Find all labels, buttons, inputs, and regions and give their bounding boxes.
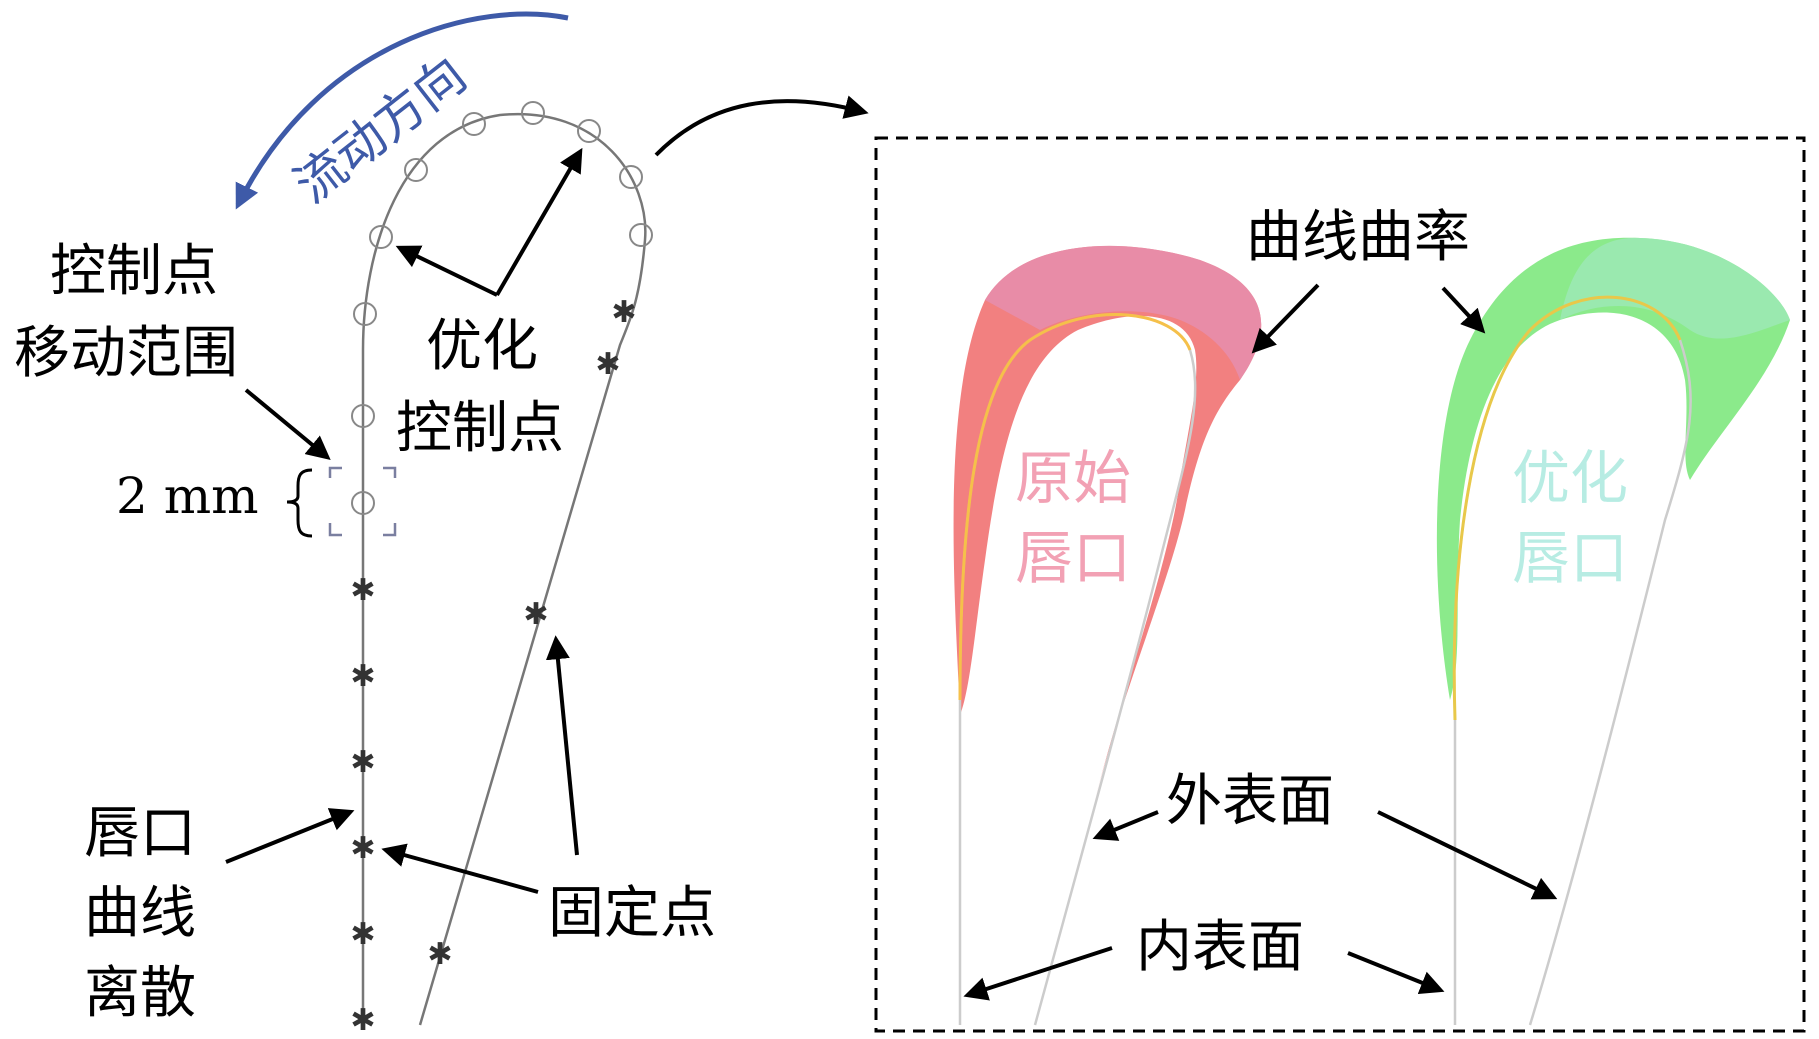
curvature-arrow-original — [1251, 283, 1320, 354]
lip-curve-label-1: 唇口 — [84, 801, 196, 866]
control-point — [521, 101, 545, 125]
fixed-point: ✱ — [350, 659, 375, 694]
fixed-point: ✱ — [350, 1003, 375, 1038]
outer-surface-label: 外表面 — [1166, 769, 1334, 834]
optimized-curvature-comb-top — [1560, 237, 1790, 339]
optimized-control-arrow-1 — [395, 245, 498, 297]
optimized-control-label-1: 优化 — [426, 314, 538, 379]
control-point — [351, 491, 375, 515]
fixed-point: ✱ — [427, 937, 452, 972]
original-lip-label-2: 唇口 — [1015, 524, 1131, 592]
curvature-label: 曲线曲率 — [1246, 205, 1470, 270]
zoom-arrow — [654, 95, 869, 157]
optimized-lip-label-1: 优化 — [1512, 444, 1628, 512]
lip-curve-label-3: 离散 — [84, 961, 196, 1026]
control-point — [629, 223, 653, 247]
lip-curve — [361, 112, 647, 1026]
optimized-control-arrow-2 — [495, 147, 583, 297]
lip-curve-label-2: 曲线 — [84, 881, 196, 946]
outer-surface-arrow-optimized — [1377, 810, 1558, 900]
original-curvature-comb-top — [985, 245, 1262, 380]
fixed-point-arrow-2 — [545, 635, 579, 856]
optimized-curvature-comb — [1436, 237, 1790, 700]
inner-surface-label: 内表面 — [1136, 915, 1304, 980]
optimized-lip-label-2: 唇口 — [1512, 524, 1628, 592]
fixed-point-arrow-1 — [381, 843, 539, 894]
move-range-box — [328, 466, 397, 537]
fixed-point: ✱ — [350, 745, 375, 780]
control-point — [404, 158, 428, 182]
optimized-control-label-2: 控制点 — [396, 396, 564, 461]
original-lip-label-1: 原始 — [1015, 444, 1131, 512]
fixed-point: ✱ — [350, 917, 375, 952]
zoom-frame — [874, 136, 1806, 1033]
lip-curve-arrow — [225, 808, 355, 864]
size-brace — [286, 468, 313, 538]
optimized-lip-highlight — [1452, 295, 1682, 721]
control-point — [462, 112, 486, 136]
control-range-arrow — [244, 388, 331, 461]
fixed-points: ✱ ✱ ✱ ✱ ✱ ✱ ✱ ✱ ✱ ✱ — [350, 295, 636, 1038]
fixed-point: ✱ — [350, 573, 375, 608]
inner-surface-arrow-original — [963, 946, 1113, 1001]
outer-surface-arrow-original — [1092, 810, 1159, 841]
control-points — [351, 101, 653, 515]
control-range-label-1: 控制点 — [50, 239, 218, 304]
right-panel: 原始 唇口 优化 唇口 曲线曲率 外表面 内表面 — [874, 136, 1806, 1033]
control-point — [351, 404, 375, 428]
fixed-point: ✱ — [350, 831, 375, 866]
size-label: 2 mm — [116, 467, 259, 525]
fixed-point: ✱ — [595, 347, 620, 382]
fixed-points-label: 固定点 — [548, 881, 716, 946]
flow-direction-label: 流动方向 — [284, 46, 477, 215]
fixed-point: ✱ — [523, 597, 548, 632]
original-lip-highlight — [958, 313, 1192, 701]
control-point — [369, 225, 393, 249]
control-point — [619, 165, 643, 189]
control-point — [353, 302, 377, 326]
inner-surface-arrow-optimized — [1347, 951, 1445, 994]
fixed-point: ✱ — [611, 295, 636, 330]
control-point — [577, 119, 601, 143]
curvature-arrow-optimized — [1441, 286, 1486, 334]
flow-direction-arrow — [235, 11, 569, 210]
left-panel: 流动方向 2 mm ✱ ✱ ✱ — [14, 11, 869, 1038]
control-range-label-2: 移动范围 — [14, 321, 238, 386]
